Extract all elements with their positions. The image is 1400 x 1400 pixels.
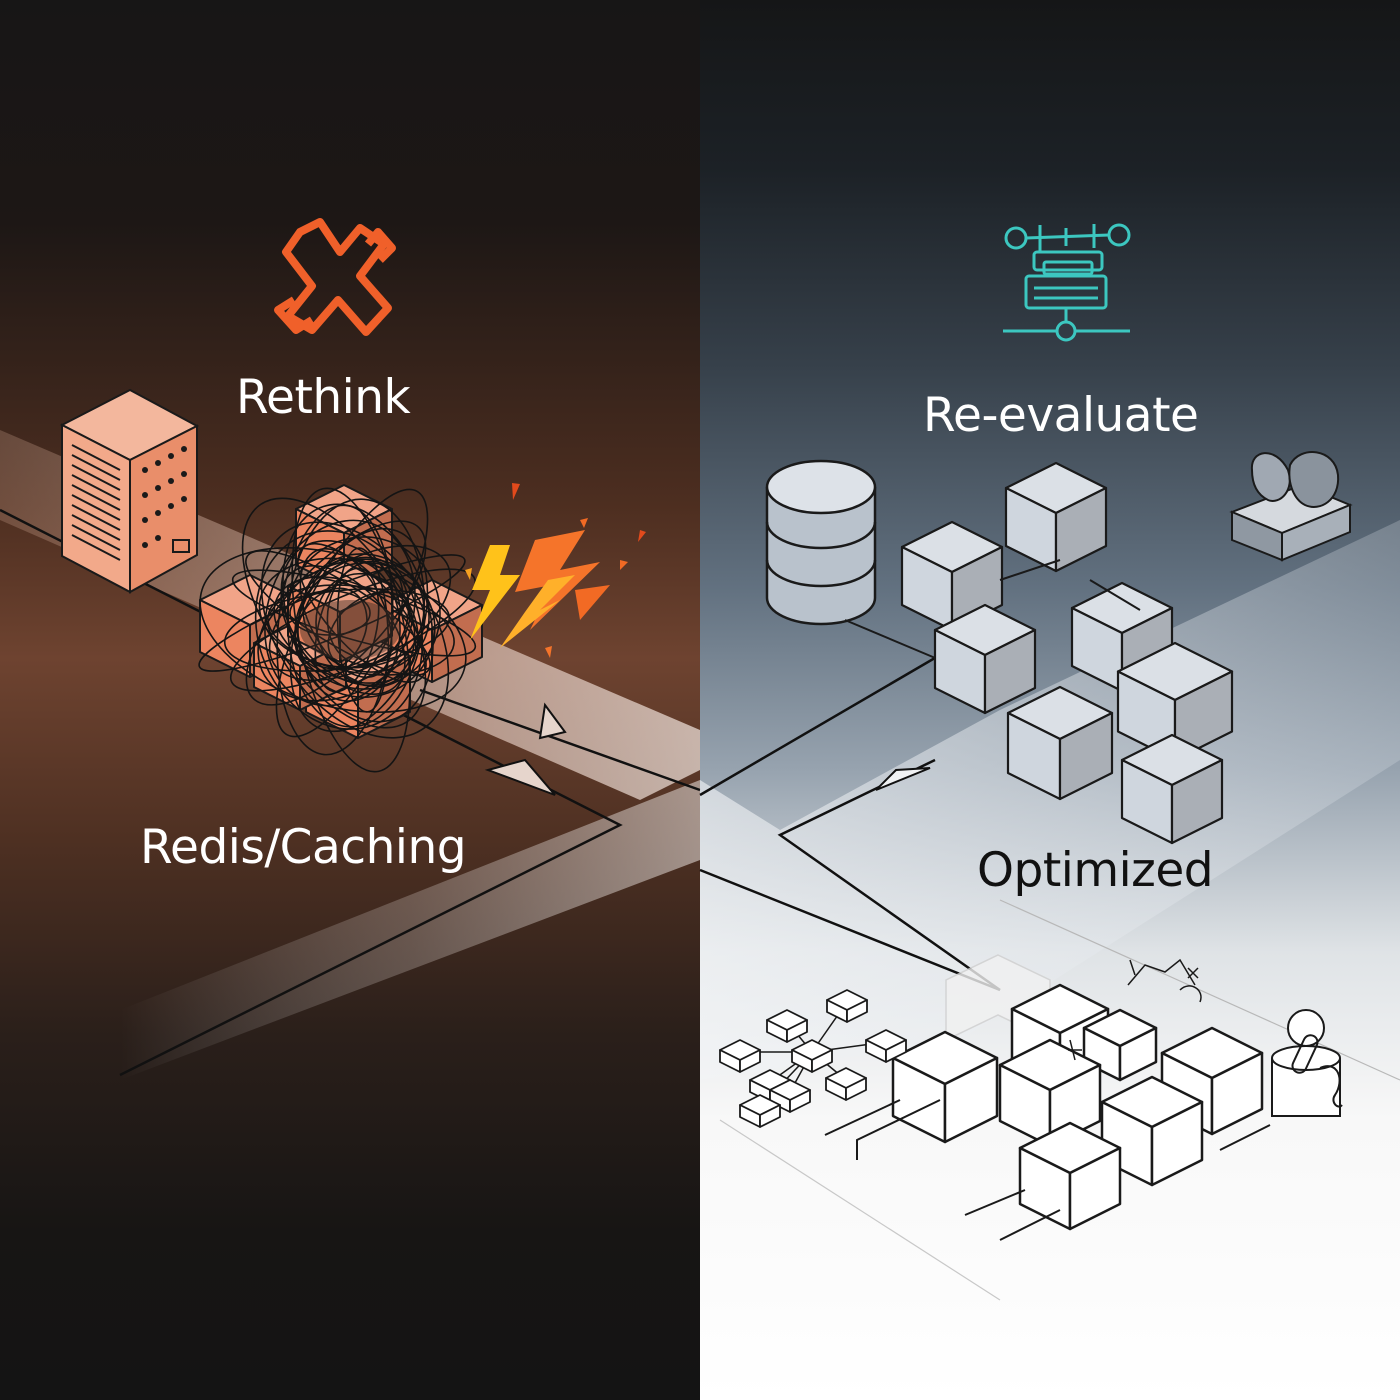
rethink-heading: Rethink [236, 370, 411, 425]
network-node [766, 1009, 808, 1043]
connector-lines [1068, 958, 1202, 1061]
chain-link-icon [1271, 1009, 1343, 1117]
grey-cube [933, 603, 1037, 715]
redis-caching-label: Redis/Caching [140, 820, 467, 875]
right-data-path [699, 520, 1400, 1301]
wireframe-cube [891, 1030, 999, 1144]
flow-diagram-icon [1003, 223, 1131, 342]
lightning-spark-icon [465, 483, 646, 658]
network-node [719, 1039, 761, 1073]
grey-cube-cluster [900, 461, 1234, 845]
path-arrow-icon [538, 702, 567, 740]
wireframe-cube [1100, 1075, 1204, 1187]
network-node [769, 1079, 811, 1113]
server-rack-icon [59, 388, 200, 594]
path-arrow-icon [484, 758, 556, 796]
network-node [825, 1067, 867, 1101]
path-arrow-icon [875, 767, 931, 791]
grey-cube [1120, 733, 1224, 845]
wireframe-cube-grid [824, 954, 1271, 1241]
network-node [791, 1039, 833, 1073]
network-node [739, 1094, 781, 1128]
grey-cube [1006, 685, 1114, 801]
wireframe-cube [1082, 1008, 1158, 1082]
wireframe-cube [1018, 1121, 1122, 1231]
tangled-wires-icon [198, 487, 477, 773]
network-node [865, 1029, 907, 1063]
grey-cube [1070, 581, 1174, 693]
database-icon [765, 459, 941, 661]
network-nodes-icon [719, 989, 907, 1128]
grey-cube [1004, 461, 1108, 573]
crossed-bones-x-icon [274, 218, 396, 336]
network-node [826, 989, 868, 1023]
mechanical-part-icon [1229, 451, 1353, 562]
grey-cube [1116, 641, 1234, 762]
optimized-label: Optimized [977, 843, 1214, 898]
re-evaluate-heading: Re-evaluate [923, 388, 1199, 443]
